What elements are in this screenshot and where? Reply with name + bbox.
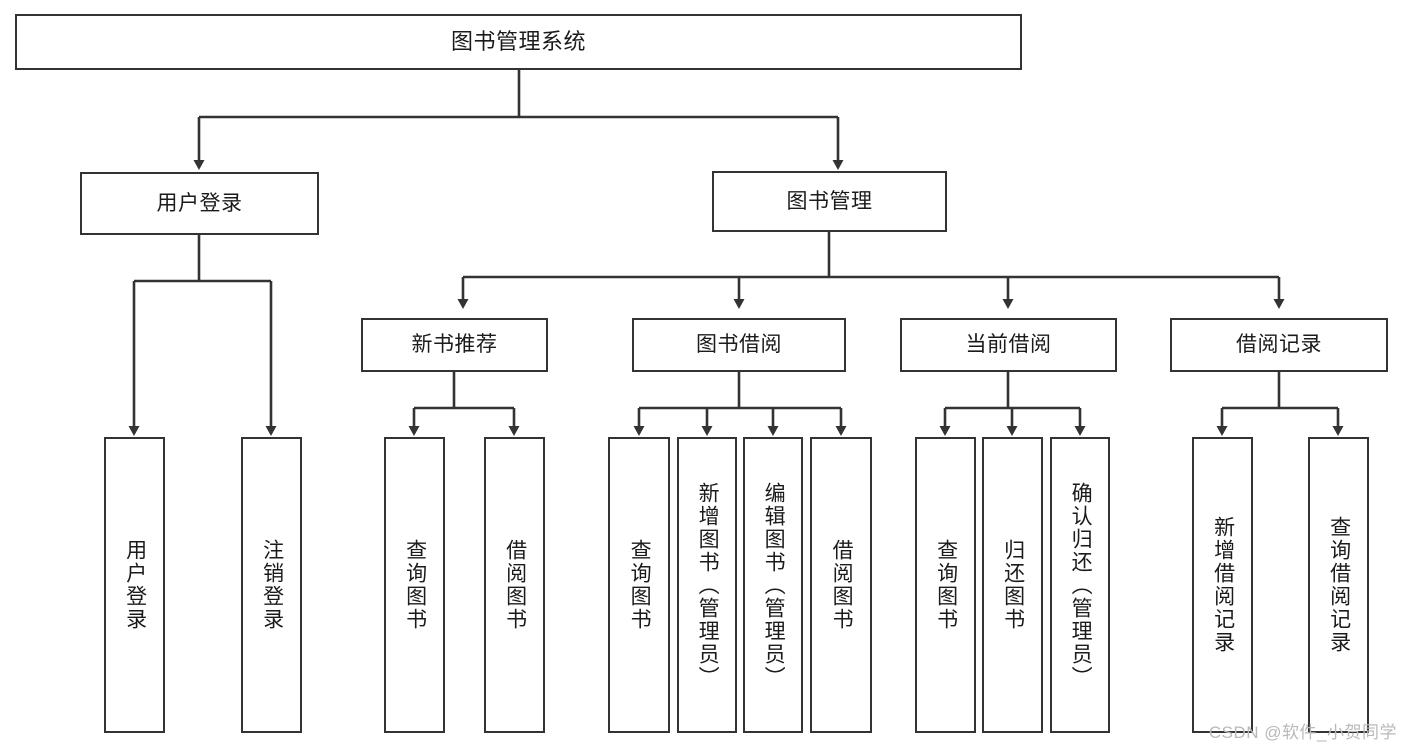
leaf-book-borrow-query-book[interactable]: 查询图书 bbox=[608, 437, 670, 733]
node-label: 查询图书 bbox=[403, 539, 427, 631]
node-label: 归还图书 bbox=[1001, 539, 1025, 631]
node-label: 查询图书 bbox=[934, 539, 958, 631]
node-label: 借阅记录 bbox=[1236, 333, 1322, 357]
node-book-borrow[interactable]: 图书借阅 bbox=[632, 318, 846, 372]
node-label: 新书推荐 bbox=[411, 333, 498, 357]
node-label: 注销登录 bbox=[260, 539, 284, 631]
leaf-book-borrow-edit-book-admin[interactable]: 编辑图书（管理员） bbox=[743, 437, 803, 733]
leaf-current-borrow-return-book[interactable]: 归还图书 bbox=[982, 437, 1043, 733]
node-label: 用户登录 bbox=[123, 539, 147, 631]
node-new-book-recommend[interactable]: 新书推荐 bbox=[361, 318, 548, 372]
node-label: 编辑图书（管理员） bbox=[762, 481, 786, 689]
node-borrow-record[interactable]: 借阅记录 bbox=[1170, 318, 1388, 372]
node-label: 图书管理 bbox=[786, 189, 873, 213]
node-label: 确认归还（管理员） bbox=[1069, 481, 1093, 689]
node-current-borrow[interactable]: 当前借阅 bbox=[900, 318, 1117, 372]
leaf-current-borrow-query-book[interactable]: 查询图书 bbox=[915, 437, 976, 733]
leaf-new-book-query-book[interactable]: 查询图书 bbox=[384, 437, 445, 733]
node-label: 新增图书（管理员） bbox=[696, 481, 720, 689]
node-label: 借阅图书 bbox=[830, 539, 854, 631]
node-label: 查询图书 bbox=[628, 539, 652, 631]
node-label: 新增借阅记录 bbox=[1211, 516, 1235, 654]
leaf-user-login-login[interactable]: 用户登录 bbox=[104, 437, 165, 733]
leaf-borrow-record-query-record[interactable]: 查询借阅记录 bbox=[1308, 437, 1369, 733]
node-root-book-management-system[interactable]: 图书管理系统 bbox=[15, 14, 1022, 70]
node-label: 当前借阅 bbox=[965, 333, 1052, 357]
node-label: 借阅图书 bbox=[503, 539, 527, 631]
watermark: CSDN @软件_小贺同学 bbox=[1208, 723, 1397, 742]
node-label: 图书借阅 bbox=[696, 333, 782, 357]
node-book-management[interactable]: 图书管理 bbox=[712, 171, 947, 232]
leaf-new-book-borrow-book[interactable]: 借阅图书 bbox=[484, 437, 545, 733]
leaf-current-borrow-confirm-return-admin[interactable]: 确认归还（管理员） bbox=[1050, 437, 1110, 733]
node-label: 图书管理系统 bbox=[450, 28, 586, 54]
leaf-user-login-logout[interactable]: 注销登录 bbox=[241, 437, 302, 733]
leaf-book-borrow-add-book-admin[interactable]: 新增图书（管理员） bbox=[677, 437, 737, 733]
node-label: 用户登录 bbox=[156, 191, 243, 215]
node-label: 查询借阅记录 bbox=[1327, 516, 1351, 654]
leaf-borrow-record-add-record[interactable]: 新增借阅记录 bbox=[1192, 437, 1253, 733]
leaf-book-borrow-borrow-book[interactable]: 借阅图书 bbox=[810, 437, 872, 733]
node-user-login[interactable]: 用户登录 bbox=[80, 172, 319, 235]
